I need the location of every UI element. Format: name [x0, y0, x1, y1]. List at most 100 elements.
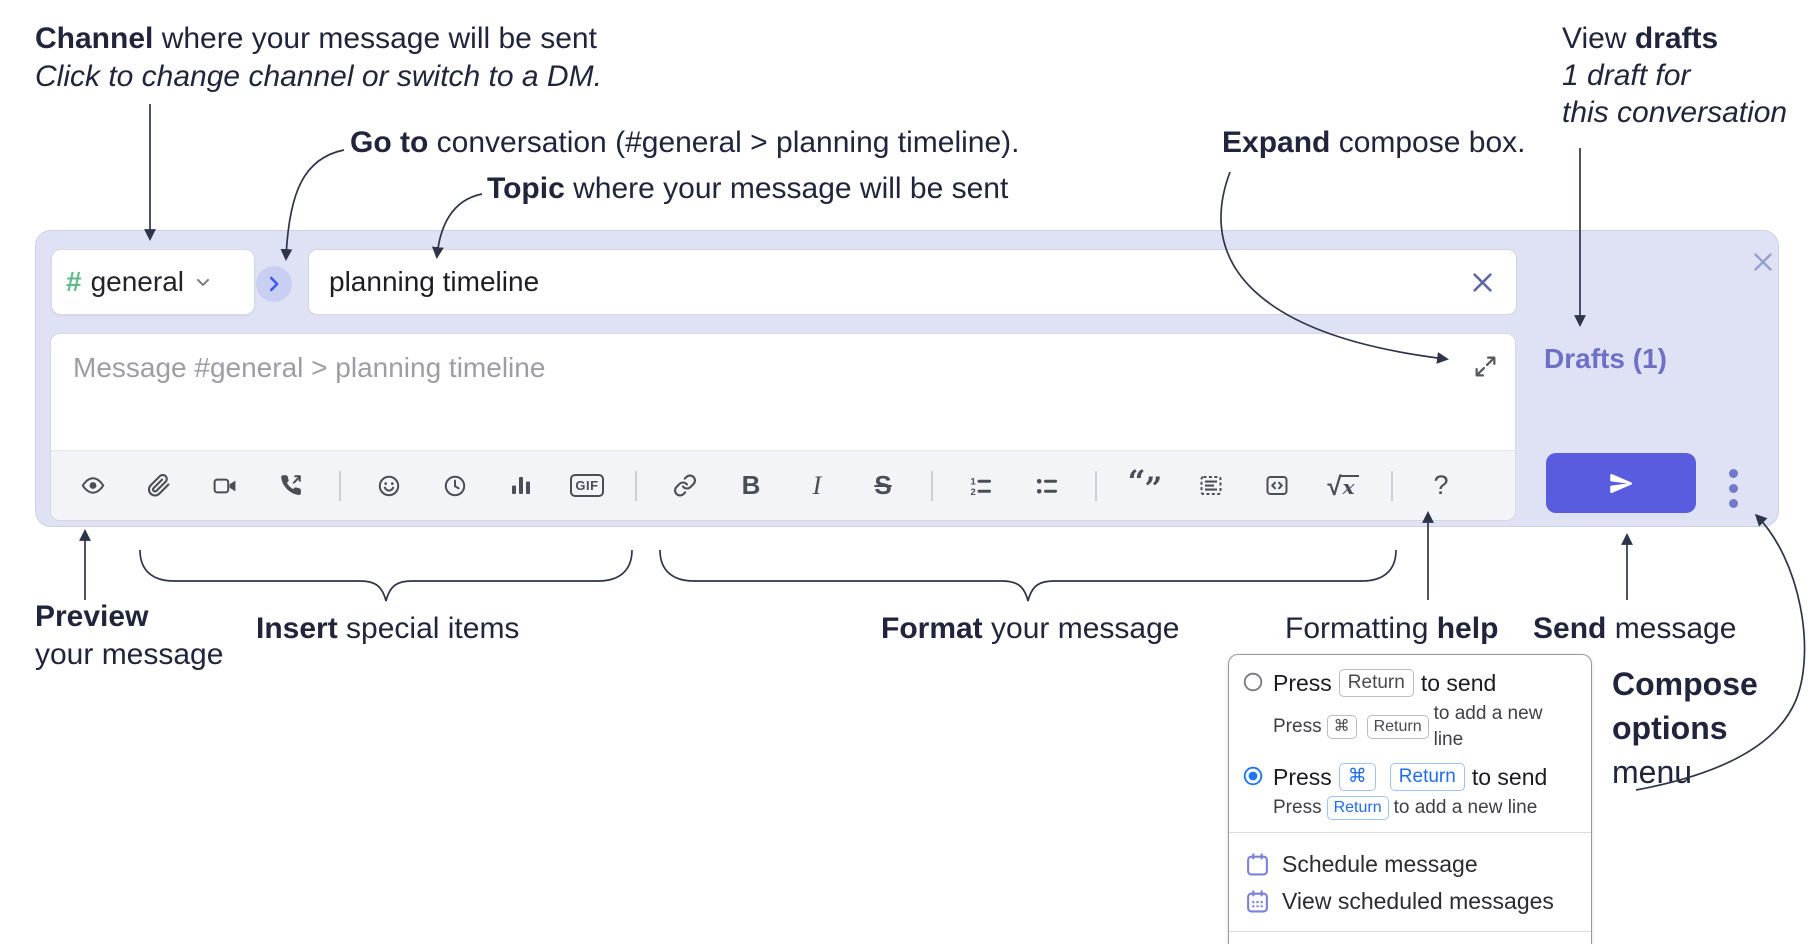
- send-behavior-section: Press Return to send Press ⌘ Return to a…: [1229, 655, 1591, 832]
- recent-emoji-button[interactable]: [437, 468, 473, 504]
- return-keycap: Return: [1326, 796, 1389, 820]
- annotation-goto: Go to conversation (#general > planning …: [350, 126, 1020, 159]
- chevron-right-icon: [269, 276, 279, 292]
- cmd-keycap: ⌘: [1338, 763, 1376, 791]
- close-icon: [1472, 272, 1492, 292]
- annotation-compose-options: Compose options menu: [1612, 666, 1758, 790]
- return-keycap: Return: [1366, 715, 1429, 739]
- ordered-list-button[interactable]: 1 2: [963, 468, 999, 504]
- channel-hash-icon: #: [66, 266, 82, 297]
- calendar-grid-icon: [1247, 890, 1268, 913]
- code-block-icon: [1266, 476, 1288, 495]
- annotation-send: Send message: [1533, 612, 1737, 645]
- channel-name: general: [90, 266, 184, 297]
- annotation-insert: Insert special items: [256, 612, 520, 645]
- compose-box: # general Message #general > planning ti…: [35, 230, 1779, 527]
- link-icon: [674, 474, 696, 497]
- eye-icon: [81, 477, 105, 494]
- draft-section: Save draft and start a new message: [1229, 931, 1591, 944]
- message-placeholder: Message #general > planning timeline: [73, 352, 546, 383]
- preview-button[interactable]: [75, 468, 111, 504]
- video-clip-button[interactable]: [207, 468, 243, 504]
- link-button[interactable]: [667, 468, 703, 504]
- toolbar-divider: [1391, 470, 1393, 501]
- blockquote-button[interactable]: “”: [1127, 464, 1163, 507]
- clock-icon: [444, 475, 466, 496]
- drafts-link[interactable]: Drafts (1): [1544, 343, 1667, 374]
- menu-option-return-to-send[interactable]: Press Return to send Press ⌘ Return to a…: [1243, 668, 1577, 753]
- strikethrough-icon: S: [874, 470, 892, 500]
- toolbar-divider: [1095, 470, 1097, 501]
- attach-file-button[interactable]: [141, 468, 177, 504]
- clear-topic-button[interactable]: [1462, 262, 1502, 302]
- gif-button[interactable]: GIF: [569, 468, 605, 504]
- menu-option-cmd-return-to-send[interactable]: Press ⌘ Return to send Press Return to a…: [1243, 762, 1577, 821]
- return-keycap: Return: [1338, 669, 1414, 697]
- compose-options-button[interactable]: [1719, 459, 1747, 517]
- kebab-icon: [1728, 468, 1738, 478]
- message-input[interactable]: Message #general > planning timeline: [51, 334, 1515, 450]
- topic-input[interactable]: [327, 265, 1462, 299]
- expand-compose-button[interactable]: [1469, 350, 1501, 382]
- annotation-format: Format your message: [881, 612, 1180, 645]
- code-snippet-button[interactable]: [1193, 468, 1229, 504]
- snippet-icon: [1200, 476, 1222, 495]
- phone-call-icon: [281, 475, 301, 496]
- expand-icon: [1475, 356, 1495, 376]
- goto-conversation-button[interactable]: [256, 266, 292, 302]
- bold-icon: B: [741, 470, 761, 500]
- annotation-topic: Topic where your message will be sent: [487, 172, 1009, 205]
- gif-icon: GIF: [570, 474, 604, 497]
- return-keycap: Return: [1389, 763, 1465, 791]
- audio-call-button[interactable]: [273, 468, 309, 504]
- radio-checked-icon: [1243, 766, 1263, 786]
- annotation-expand: Expand compose box.: [1222, 126, 1526, 159]
- bold-button[interactable]: B: [733, 468, 769, 504]
- italic-button[interactable]: I: [799, 468, 835, 504]
- message-compose-area: Message #general > planning timeline: [50, 333, 1516, 521]
- annotation-preview: Preview your message: [35, 600, 224, 671]
- toolbar-divider: [931, 470, 933, 501]
- brace-format: [659, 549, 1397, 602]
- help-icon: ?: [1433, 470, 1449, 500]
- annotation-formatting-help: Formatting help: [1285, 612, 1499, 645]
- compose-options-menu: Press Return to send Press ⌘ Return to a…: [1228, 654, 1592, 944]
- radio-unchecked-icon: [1243, 672, 1263, 692]
- annotation-view-drafts: View drafts 1 draft for this conversatio…: [1562, 22, 1788, 129]
- bulleted-list-button[interactable]: [1029, 468, 1065, 504]
- smiley-icon: [378, 475, 400, 496]
- italic-icon: I: [812, 470, 822, 500]
- formatting-help-button[interactable]: ?: [1423, 468, 1459, 504]
- menu-item-view-scheduled[interactable]: View scheduled messages: [1243, 883, 1577, 920]
- formula-button[interactable]: √x: [1325, 468, 1361, 504]
- close-icon: [1754, 253, 1772, 271]
- brace-insert: [139, 549, 633, 602]
- blockquote-icon: “”: [1127, 464, 1163, 507]
- calendar-icon: [1247, 853, 1268, 876]
- strikethrough-button[interactable]: S: [865, 468, 901, 504]
- chevron-down-icon: [196, 278, 209, 286]
- toolbar-divider: [339, 470, 341, 501]
- svg-text:2: 2: [971, 487, 976, 498]
- cmd-keycap: ⌘: [1326, 715, 1357, 739]
- svg-text:1: 1: [971, 477, 977, 488]
- send-icon: [1609, 473, 1632, 493]
- video-camera-icon: [213, 478, 236, 493]
- send-button[interactable]: [1546, 453, 1696, 513]
- topic-field: [308, 249, 1517, 315]
- schedule-section: Schedule message View scheduled messages: [1229, 832, 1591, 931]
- ordered-list-icon: 1 2: [971, 477, 991, 498]
- toolbar-divider: [635, 470, 637, 501]
- bar-chart-icon: [512, 477, 530, 494]
- formula-icon: √x: [1327, 473, 1359, 499]
- close-compose-button[interactable]: [1744, 243, 1782, 281]
- emoji-button[interactable]: [371, 468, 407, 504]
- channel-selector[interactable]: # general: [51, 249, 255, 315]
- bulleted-list-icon: [1036, 479, 1057, 494]
- annotation-channel: Channel where your message will be sent …: [35, 22, 602, 93]
- poll-button[interactable]: [503, 468, 539, 504]
- menu-item-schedule-message[interactable]: Schedule message: [1243, 846, 1577, 883]
- code-block-button[interactable]: [1259, 468, 1295, 504]
- paperclip-icon: [148, 473, 170, 497]
